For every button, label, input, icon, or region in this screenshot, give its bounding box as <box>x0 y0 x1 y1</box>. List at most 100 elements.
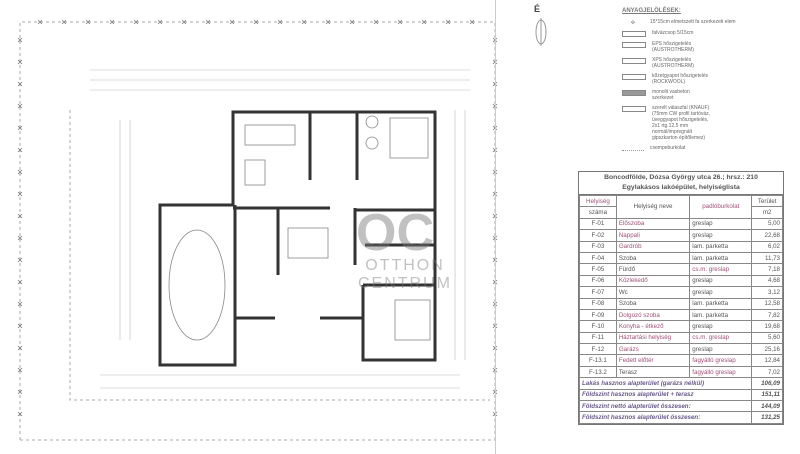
room-number: F-11 <box>579 331 617 345</box>
room-number: F-13.2 <box>579 365 617 379</box>
watermark-logo: OC OTTHON CENTRUM <box>356 204 452 292</box>
floor-covering: lam. parketta <box>689 297 753 310</box>
legend-item-label: monolit vasbeton szerkezet <box>652 89 690 101</box>
sheet-divider <box>495 0 496 454</box>
legend-item: monolit vasbeton szerkezet <box>622 89 782 101</box>
legend-item: ✣15*15cm elmetszett fa szerkezeti elem <box>622 19 782 26</box>
room-area: 22,68 <box>751 229 783 242</box>
room-name: Konyha - étkező <box>615 320 691 333</box>
floor-covering: greslap <box>689 274 753 288</box>
dimension-lines <box>90 69 470 389</box>
header-area: Terület <box>751 194 783 208</box>
room-number: F-08 <box>579 297 617 310</box>
room-area: 11,73 <box>751 251 783 265</box>
watermark-line2: CENTRUM <box>358 275 452 292</box>
boundary-marker <box>301 19 307 25</box>
summary-label: Földszint hasznos alapterület összesen: <box>578 411 753 424</box>
floor-covering: fagyálló greslap <box>689 354 753 367</box>
header-room-name: Helyiség neve <box>615 195 691 219</box>
north-label: É <box>534 4 540 14</box>
plot-boundary <box>19 21 496 441</box>
legend-item: falvázcsop 5/15cm <box>622 30 782 37</box>
boundary-marker <box>17 257 23 263</box>
room-number: F-13.1 <box>579 354 617 367</box>
floor-covering: lam. parketta <box>689 251 753 265</box>
floor-covering: greslap <box>689 343 753 356</box>
room-number: F-01 <box>579 217 617 231</box>
room-area: 5,60 <box>751 331 783 345</box>
boundary-marker <box>17 411 23 417</box>
room-number: F-06 <box>579 274 617 288</box>
legend-item-label: szerelt válaszfal (KNAUF) (75mm CW profi… <box>652 105 711 141</box>
room-area: 3,12 <box>751 286 783 299</box>
room-area: 19,68 <box>751 320 783 333</box>
boundary-marker <box>229 19 235 25</box>
boundary-marker <box>397 19 403 25</box>
room-name: Wc <box>615 286 691 299</box>
boundary-marker <box>253 19 259 25</box>
legend-item-label: csempeburkolat <box>650 145 686 151</box>
boundary-marker <box>17 367 23 373</box>
room-name: Terasz <box>615 365 691 379</box>
floor-covering: greslap <box>689 320 753 333</box>
floor-covering: cs.m. greslap <box>689 263 753 276</box>
room-number: F-09 <box>579 308 617 322</box>
legend-item-label: kőzetgyapot hőszigetelés (ROCKWOOL) <box>652 73 709 85</box>
room-name: Szoba <box>615 297 691 310</box>
legend-item: kőzetgyapot hőszigetelés (ROCKWOOL) <box>622 73 782 85</box>
summary-row: Földszint hasznos alapterület összesen:1… <box>578 411 783 424</box>
room-area: 4,68 <box>751 274 783 288</box>
room-number: F-05 <box>579 263 617 276</box>
floor-covering: lam. parketta <box>689 308 753 322</box>
room-area: 7,02 <box>751 365 783 379</box>
legend-item: szerelt válaszfal (KNAUF) (75mm CW profi… <box>622 105 782 141</box>
boundary-marker <box>157 19 163 25</box>
boundary-marker <box>277 19 283 25</box>
summary-value: 151,11 <box>751 388 783 402</box>
header-floor-covering: padlóburkolat <box>689 195 753 219</box>
summary-value: 144,09 <box>751 400 783 413</box>
legend-item-label: falvázcsop 5/15cm <box>652 30 694 36</box>
legend-title: ANYAGJELÖLÉSEK: <box>622 8 681 14</box>
boundary-marker <box>133 19 139 25</box>
boundary-marker <box>205 19 211 25</box>
boundary-marker <box>37 19 43 25</box>
boundary-marker <box>349 19 355 25</box>
boundary-marker <box>17 147 23 153</box>
room-area: 12,84 <box>751 354 783 367</box>
boundary-marker <box>17 323 23 329</box>
room-area: 12,58 <box>751 297 783 310</box>
room-name: Előszoba <box>615 217 691 231</box>
boundary-marker <box>181 19 187 25</box>
legend-swatch-icon <box>622 106 646 112</box>
boundary-marker <box>421 19 427 25</box>
floor-covering: greslap <box>689 286 753 299</box>
summary-label: Földszint nettó alapterület összesen: <box>578 400 753 413</box>
room-name: Nappali <box>615 229 691 242</box>
room-number: F-04 <box>579 251 617 265</box>
room-area: 5,00 <box>751 217 783 231</box>
boundary-marker <box>17 213 23 219</box>
legend-item-label: XPS hőszigetelés (AUSTROTHERM) <box>652 57 694 69</box>
boundary-marker <box>17 301 23 307</box>
header-area-unit: m2 <box>751 206 783 219</box>
boundary-marker <box>17 279 23 285</box>
boundary-marker <box>17 59 23 65</box>
legend-swatch-icon: ✣ <box>630 20 636 26</box>
floor-covering: greslap <box>689 217 753 231</box>
legend-swatch-icon <box>622 58 646 64</box>
legend-item-label: EPS hőszigetelés (AUSTROTHERM) <box>652 41 694 53</box>
room-number: F-03 <box>579 240 617 253</box>
boundary-marker <box>17 345 23 351</box>
summary-label: Földszint hasznos alapterület + terasz <box>578 388 753 402</box>
